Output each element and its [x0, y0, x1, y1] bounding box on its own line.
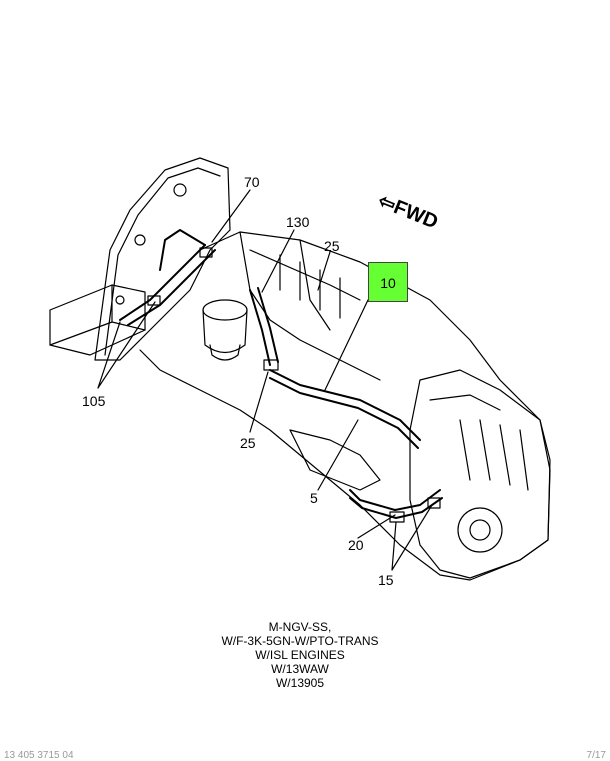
engine-block: [139, 231, 551, 581]
leader-25-top: [317, 251, 331, 291]
diagram-caption: M-NGV-SS, W/F-3K-5GN-W/PTO-TRANS W/ISL E…: [150, 620, 450, 690]
callout-25-bottom: 25: [240, 435, 256, 451]
oil-filter: [202, 309, 248, 354]
caption-line: W/F-3K-5GN-W/PTO-TRANS: [221, 634, 379, 648]
leader-70: [211, 189, 251, 243]
flywheel-housing: [409, 369, 551, 579]
callout-15: 15: [378, 572, 394, 588]
leader-10: [324, 299, 369, 391]
leader-5: [317, 419, 359, 491]
callout-5: 5: [310, 490, 318, 506]
leader-15: [391, 504, 433, 571]
callout-25-top: 25: [324, 238, 340, 254]
hose-130: [249, 287, 279, 366]
leader-20: [357, 514, 396, 539]
oil-pan: [289, 429, 381, 491]
leader-130: [261, 229, 295, 293]
callout-105: 105: [82, 393, 106, 409]
caption-line: W/ISL ENGINES: [255, 648, 345, 662]
hose-5: [269, 369, 421, 449]
hose-20: [349, 489, 443, 519]
caption-line: M-NGV-SS,: [268, 620, 332, 634]
footer-left: 13 405 3715 04: [4, 750, 74, 761]
footer-right: 7/17: [586, 750, 606, 761]
highlighted-callout-10: 10: [368, 262, 408, 302]
callout-70: 70: [244, 174, 260, 190]
callout-130: 130: [286, 214, 310, 230]
caption-line: W/13WAW: [271, 662, 329, 676]
leader-105: [97, 301, 156, 389]
callout-10: 10: [380, 275, 396, 291]
leader-25-bottom: [249, 371, 269, 433]
caption-line: W/13905: [275, 676, 325, 690]
gear-housing: [94, 157, 231, 361]
callout-20: 20: [348, 537, 364, 553]
